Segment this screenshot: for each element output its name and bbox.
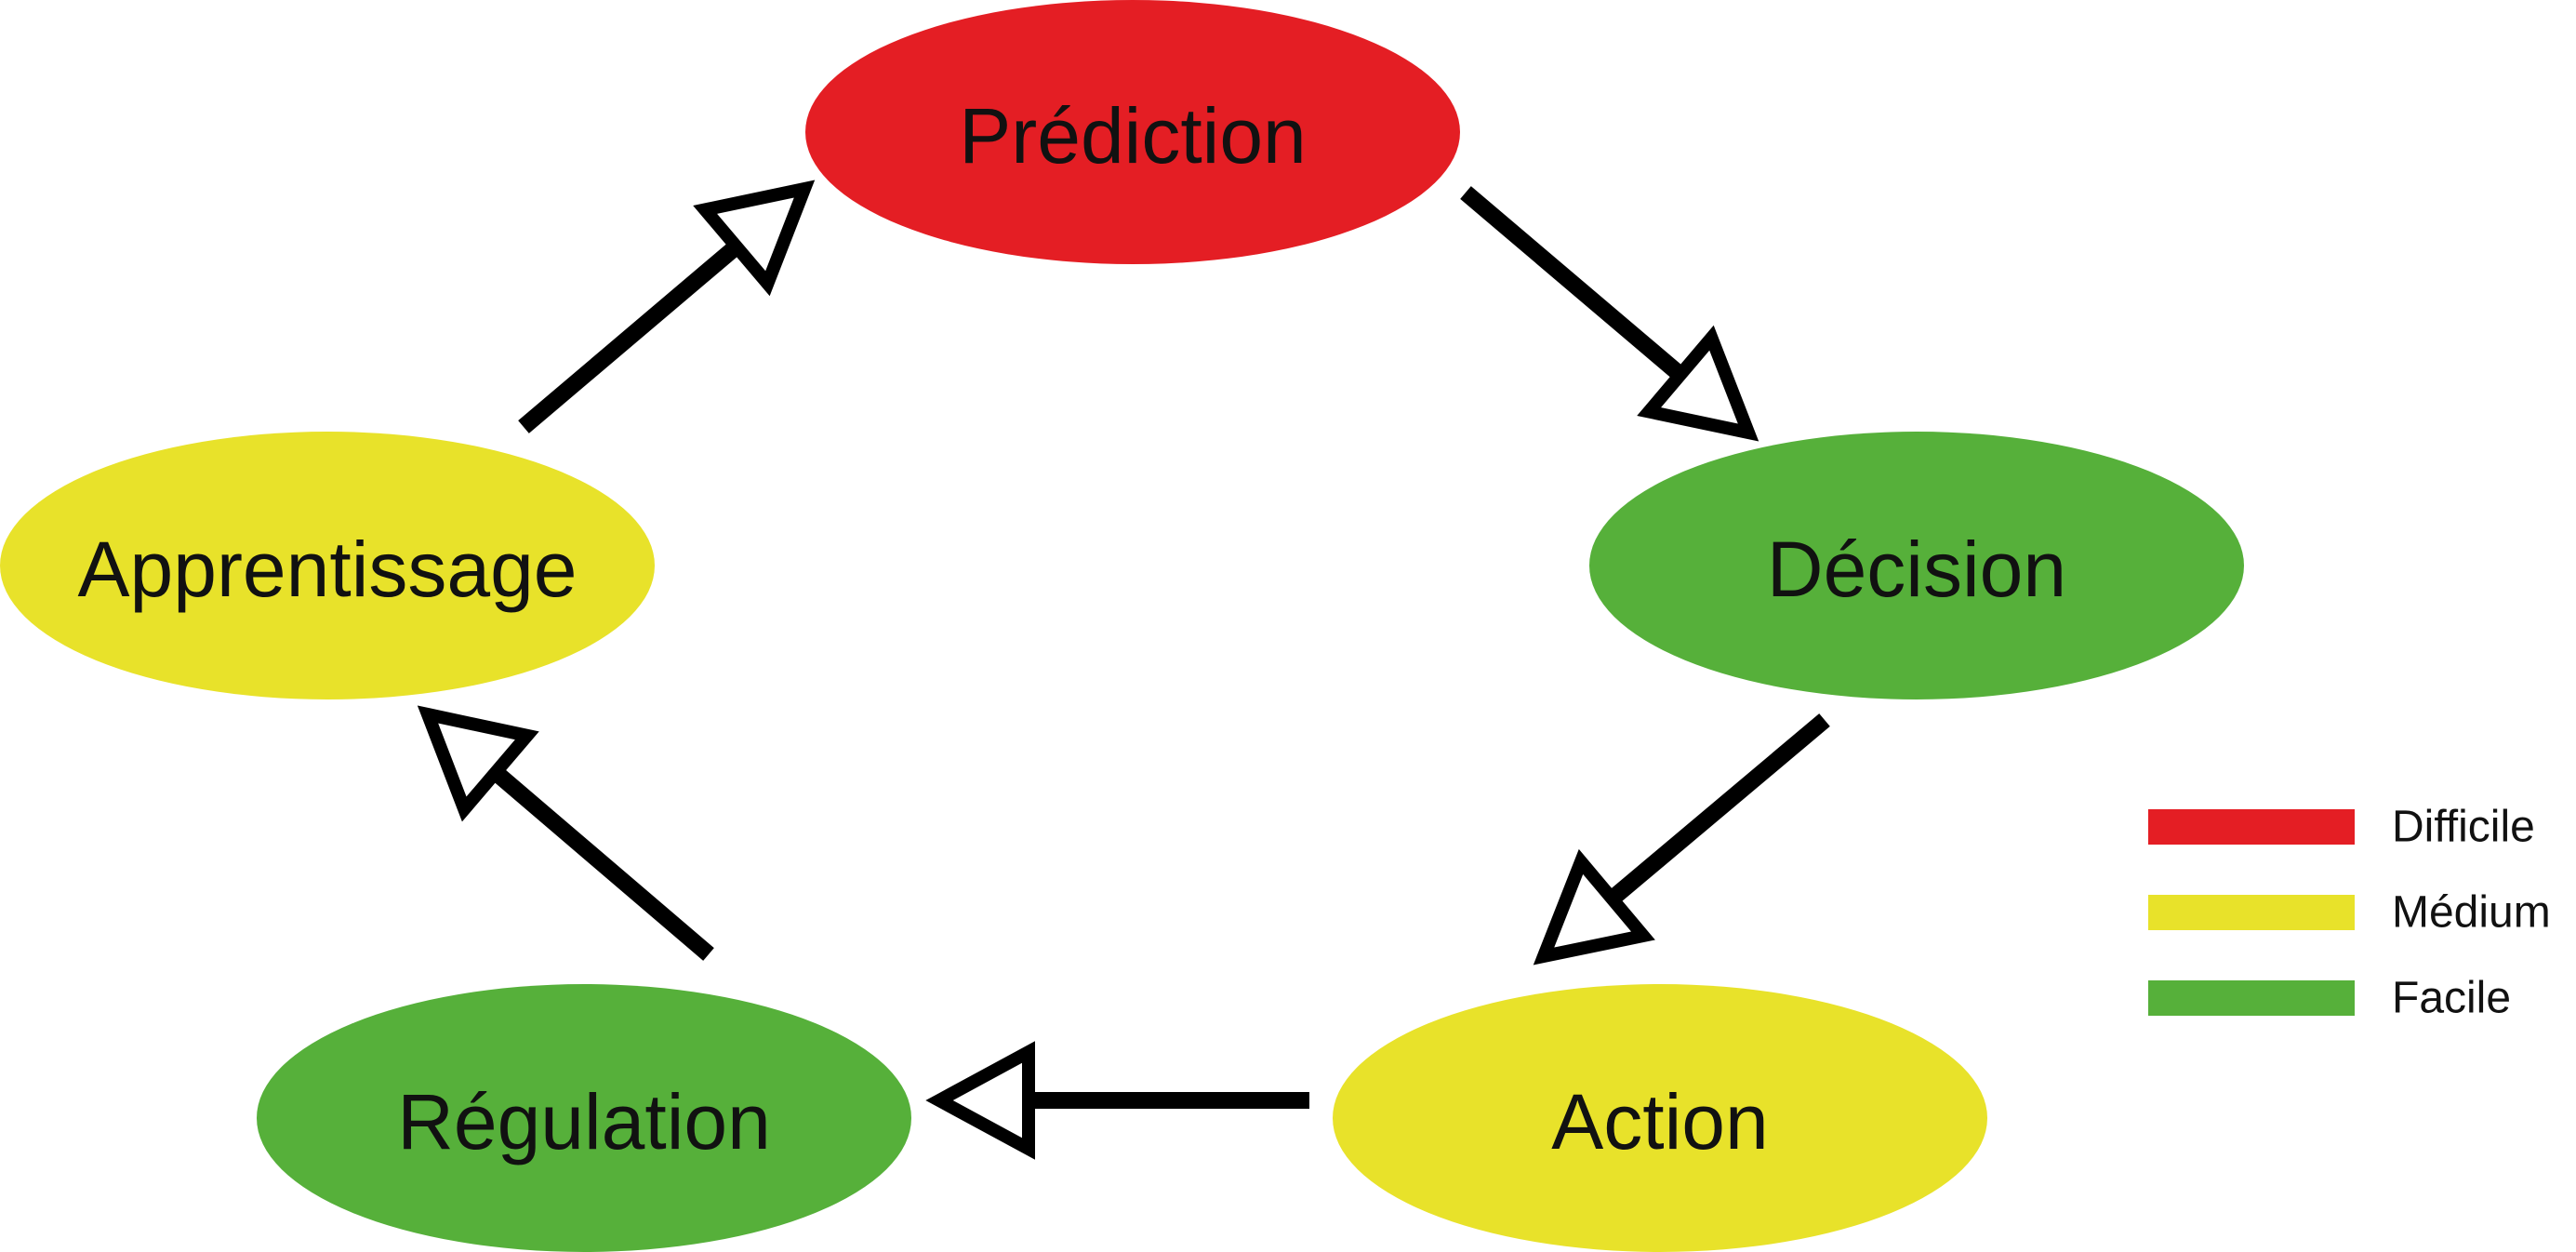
arrow-shaft — [1603, 713, 1830, 908]
node-label: Décision — [1767, 526, 2066, 613]
node-ellipse — [257, 984, 911, 1252]
node-apprentissage: Apprentissage — [0, 432, 655, 699]
node-label: Régulation — [397, 1078, 771, 1165]
arrow-decision-to-action — [1533, 713, 1830, 966]
arrow-head — [417, 705, 539, 822]
node-ellipse — [805, 0, 1460, 264]
arrow-regulation-to-apprentissage — [417, 705, 714, 961]
node-decision: Décision — [1589, 432, 2244, 699]
arrow-head — [925, 1041, 1035, 1160]
legend-label: Facile — [2392, 974, 2511, 1023]
node-ellipse — [1333, 984, 1987, 1252]
node-ellipse — [0, 432, 655, 699]
node-label: Prédiction — [959, 92, 1307, 180]
legend-label: Difficile — [2392, 803, 2535, 852]
arrow-head — [693, 180, 816, 297]
legend-swatch — [2148, 980, 2355, 1016]
node-label: Apprentissage — [77, 526, 577, 613]
node-ellipse — [1589, 432, 2244, 699]
arrow-shaft — [518, 237, 745, 433]
node-regulation: Régulation — [257, 984, 911, 1252]
arrow-head — [1533, 848, 1655, 966]
node-action: Action — [1333, 984, 1987, 1252]
legend-item-medium: Médium — [2148, 888, 2551, 938]
arrow-prediction-to-decision — [1460, 186, 1759, 442]
node-label: Action — [1551, 1078, 1768, 1165]
legend-swatch — [2148, 809, 2355, 845]
arrow-action-to-regulation — [925, 1041, 1309, 1160]
arrow-shaft — [1460, 186, 1689, 384]
legend-label: Médium — [2392, 888, 2551, 938]
edges-layer — [417, 180, 1830, 1160]
legend-item-facile: Facile — [2148, 974, 2511, 1023]
arrow-shaft — [487, 763, 714, 961]
arrow-apprentissage-to-prediction — [518, 180, 816, 433]
legend-swatch — [2148, 895, 2355, 930]
arrow-head — [1637, 325, 1759, 442]
legend-item-difficile: Difficile — [2148, 803, 2535, 852]
node-prediction: Prédiction — [805, 0, 1460, 264]
